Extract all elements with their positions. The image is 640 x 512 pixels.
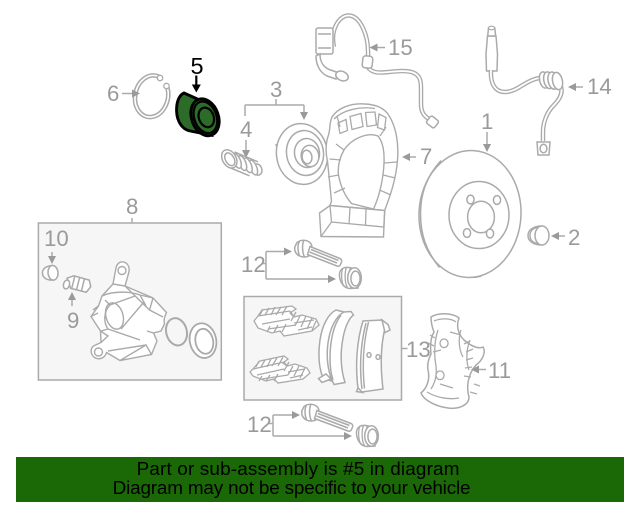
svg-text:9: 9	[67, 308, 79, 333]
svg-text:1: 1	[481, 109, 493, 134]
svg-text:4: 4	[240, 117, 252, 142]
svg-text:5: 5	[191, 53, 204, 79]
svg-text:14: 14	[587, 74, 612, 99]
svg-text:11: 11	[488, 358, 511, 383]
svg-text:12: 12	[241, 252, 266, 277]
svg-text:12: 12	[247, 412, 272, 437]
svg-text:15: 15	[388, 35, 413, 60]
svg-text:2: 2	[568, 225, 580, 250]
svg-text:8: 8	[126, 194, 138, 219]
svg-text:10: 10	[44, 226, 69, 251]
svg-text:6: 6	[107, 81, 119, 106]
svg-text:13: 13	[406, 337, 431, 362]
svg-text:3: 3	[270, 77, 282, 102]
svg-text:7: 7	[420, 144, 432, 169]
